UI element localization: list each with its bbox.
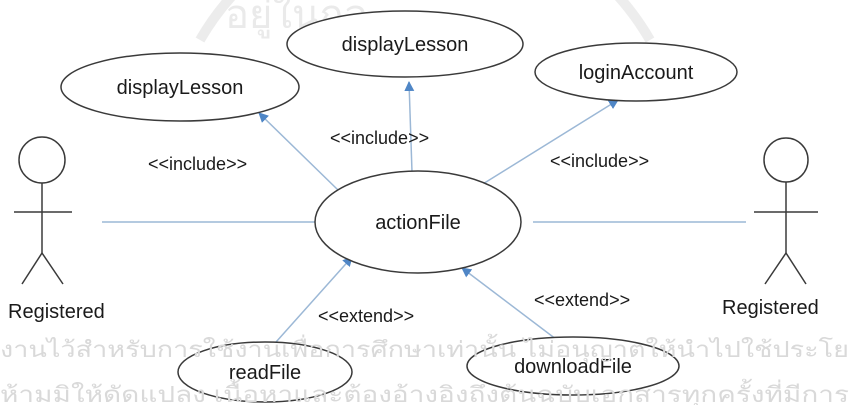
- extend-arrow-left: [267, 256, 353, 352]
- actor-left-leg: [41, 252, 64, 285]
- usecase-read-file-label: readFile: [229, 362, 301, 384]
- usecase-display-lesson-center-label: displayLesson: [342, 34, 469, 56]
- include-arrow-left: [258, 112, 339, 191]
- usecase-download-file: [466, 336, 680, 396]
- usecase-login-account: [534, 42, 738, 102]
- usecase-display-lesson-center: [286, 10, 524, 78]
- usecase-action-file-label: actionFile: [375, 212, 461, 234]
- actor-left: [14, 136, 72, 285]
- include-label-right: <<include>>: [550, 151, 649, 171]
- usecase-display-lesson-left-label: displayLesson: [117, 77, 244, 99]
- include-label-center: <<include>>: [330, 128, 429, 148]
- extend-label-left: <<extend>>: [318, 306, 414, 326]
- include-arrow-right: [477, 99, 619, 188]
- actor-right-leg: [764, 252, 787, 285]
- actor-left-leg: [21, 252, 43, 285]
- actor-right-label: Registered: [722, 297, 819, 319]
- watermark-line-2: ห้ามมิให้ดัดแปลง เนื้อหาและต้องอ้างอิงถึ…: [0, 379, 849, 405]
- watermark-line-1: งานไว้สำหรับการใช้งานเพื่อการศึกษาเท่านั…: [0, 334, 849, 363]
- actor-left-head: [18, 136, 66, 184]
- actor-left-label: Registered: [8, 301, 105, 323]
- usecase-download-file-label: downloadFile: [514, 356, 632, 378]
- usecase-action-file: [314, 170, 522, 274]
- actor-right-head: [763, 137, 809, 183]
- actor-right: [754, 137, 818, 285]
- include-label-left: <<include>>: [148, 154, 247, 174]
- usecase-display-lesson-left: [60, 52, 300, 122]
- actor-right-leg: [785, 252, 807, 285]
- extend-label-right: <<extend>>: [534, 290, 630, 310]
- usecase-read-file: [177, 341, 353, 403]
- usecase-login-account-label: loginAccount: [579, 62, 694, 84]
- include-arrow-center: [404, 81, 415, 173]
